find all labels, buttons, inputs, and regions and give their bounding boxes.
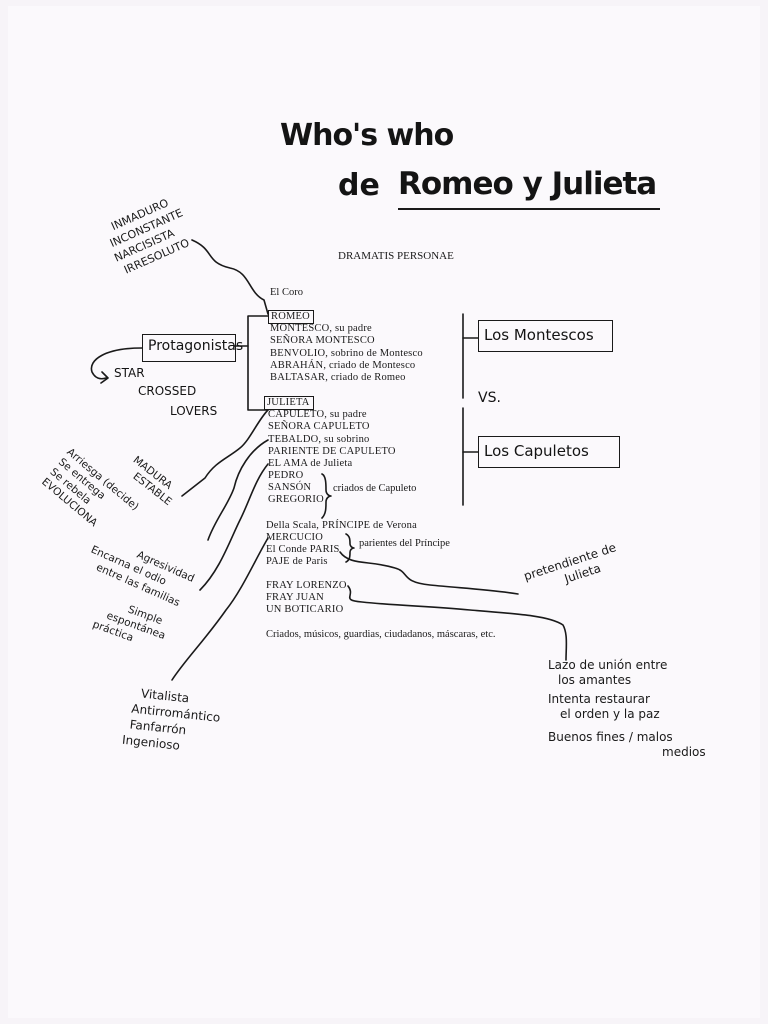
lorenzo-note-5: Buenos fines / malos: [548, 730, 673, 744]
criados-label: criados de Capuleto: [333, 483, 417, 494]
el-coro: El Coro: [270, 287, 303, 298]
cast-tebaldo: TEBALDO, su sobrino: [268, 434, 370, 445]
protagonists-label: Protagonistas: [148, 338, 244, 354]
romeo-box: [268, 310, 314, 324]
cast-benvolio: BENVOLIO, sobrino de Montesco: [270, 348, 423, 359]
cast-paris: El Conde PARIS: [266, 544, 340, 555]
cast-della-scala: Della Scala, PRÍNCIPE de Verona: [266, 520, 417, 531]
title-line1: Who's who: [280, 118, 454, 153]
julieta-box: [264, 396, 314, 410]
lorenzo-note-3: Intenta restaurar: [548, 692, 650, 706]
cast-senora-montesco: SEÑORA MONTESCO: [270, 335, 375, 346]
cast-boticario: UN BOTICARIO: [266, 604, 344, 615]
cast-senora-capuleto: SEÑORA CAPULETO: [268, 421, 370, 432]
lovers-label: LOVERS: [170, 404, 218, 418]
parientes-label: parientes del Príncipe: [359, 538, 450, 549]
cast-pedro: PEDRO: [268, 470, 304, 481]
cast-paje: PAJE de Paris: [266, 556, 328, 567]
title-line2-name: Romeo y Julieta: [398, 166, 657, 202]
cast-mercucio: MERCUCIO: [266, 532, 324, 543]
mercucio-traits: Vitalista Antirromántico Fanfarrón Ingen…: [121, 684, 222, 758]
cast-romeo: ROMEO: [271, 311, 310, 322]
title-underline: [398, 208, 660, 210]
title-line2-prefix: de: [338, 168, 380, 203]
capuletos-box: [478, 436, 620, 468]
protagonists-box: [142, 334, 236, 362]
dramatis-heading: DRAMATIS PERSONAE: [338, 250, 454, 262]
cast-montesco: MONTESCO, su padre: [270, 323, 372, 334]
paper-sheet: [8, 6, 760, 1018]
lorenzo-note-4: el orden y la paz: [560, 707, 660, 721]
lorenzo-note-2: los amantes: [558, 673, 632, 687]
lorenzo-notes: Lazo de unión entre los amantes Intenta …: [548, 658, 706, 760]
star-label: STAR: [114, 366, 145, 380]
cast-extras: Criados, músicos, guardias, ciudadanos, …: [266, 629, 496, 640]
cast-ama: EL AMA de Julieta: [268, 458, 353, 469]
cast-abrahan: ABRAHÁN, criado de Montesco: [270, 360, 416, 371]
cast-pariente: PARIENTE DE CAPULETO: [268, 446, 396, 457]
cast-sanson: SANSÓN: [268, 482, 312, 493]
capuletos-label: Los Capuletos: [484, 442, 589, 460]
vs-label: VS.: [478, 390, 501, 406]
crossed-label: CROSSED: [138, 384, 197, 398]
montescos-label: Los Montescos: [484, 326, 594, 344]
cast-capuleto: CAPULETO, su padre: [268, 409, 367, 420]
lorenzo-note-6: medios: [662, 745, 706, 759]
cast-gregorio: GREGORIO: [268, 494, 324, 505]
cast-julieta: JULIETA: [267, 397, 310, 408]
montescos-box: [478, 320, 613, 352]
cast-fray-juan: FRAY JUAN: [266, 592, 324, 603]
cast-fray-lorenzo: FRAY LORENZO: [266, 580, 347, 591]
lorenzo-note-1: Lazo de unión entre: [548, 658, 668, 672]
cast-baltasar: BALTASAR, criado de Romeo: [270, 372, 406, 383]
